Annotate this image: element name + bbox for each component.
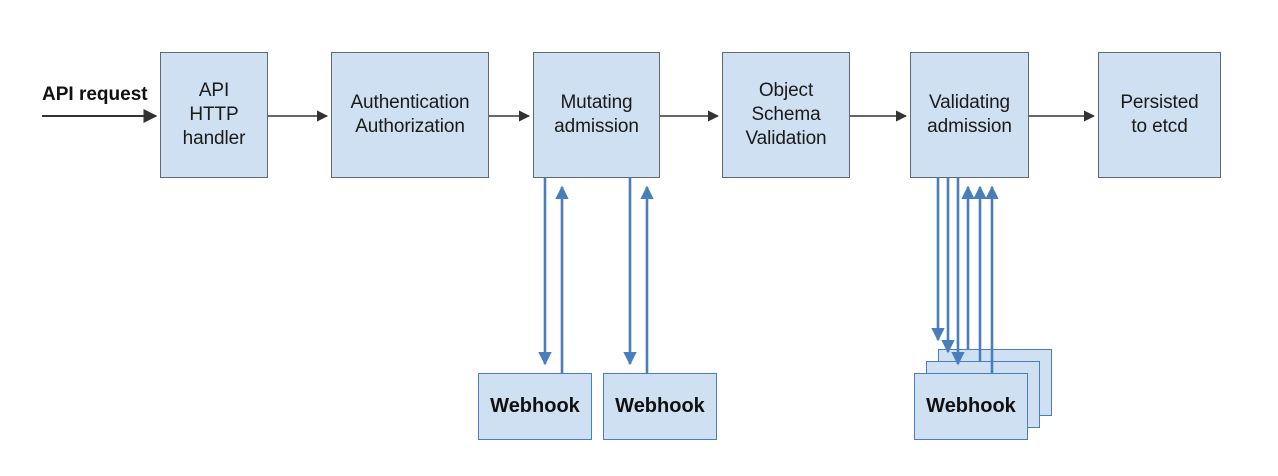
connector-validating-webhook-2: [941, 178, 987, 361]
connector-validating-webhook-3: [951, 178, 999, 373]
webhook-box-mutating-2[interactable]: Webhook: [603, 373, 717, 440]
stage-box-authentication-authorization[interactable]: Authentication Authorization: [331, 52, 489, 178]
connector-mutating-webhook-1: [538, 178, 569, 373]
api-request-label: API request: [42, 84, 148, 105]
connector-mutating-webhook-2: [623, 178, 654, 373]
stage-box-object-schema-validation[interactable]: Object Schema Validation: [722, 52, 850, 178]
stage-box-persisted-to-etcd[interactable]: Persisted to etcd: [1098, 52, 1221, 178]
stage-box-mutating-admission[interactable]: Mutating admission: [533, 52, 660, 178]
stage-box-api-http-handler[interactable]: API HTTP handler: [160, 52, 268, 178]
stage-box-validating-admission[interactable]: Validating admission: [910, 52, 1029, 178]
webhook-box-mutating-1[interactable]: Webhook: [478, 373, 592, 440]
connector-validating-webhook-1: [931, 178, 975, 349]
webhook-box-validating-stack-front[interactable]: Webhook: [914, 373, 1028, 440]
